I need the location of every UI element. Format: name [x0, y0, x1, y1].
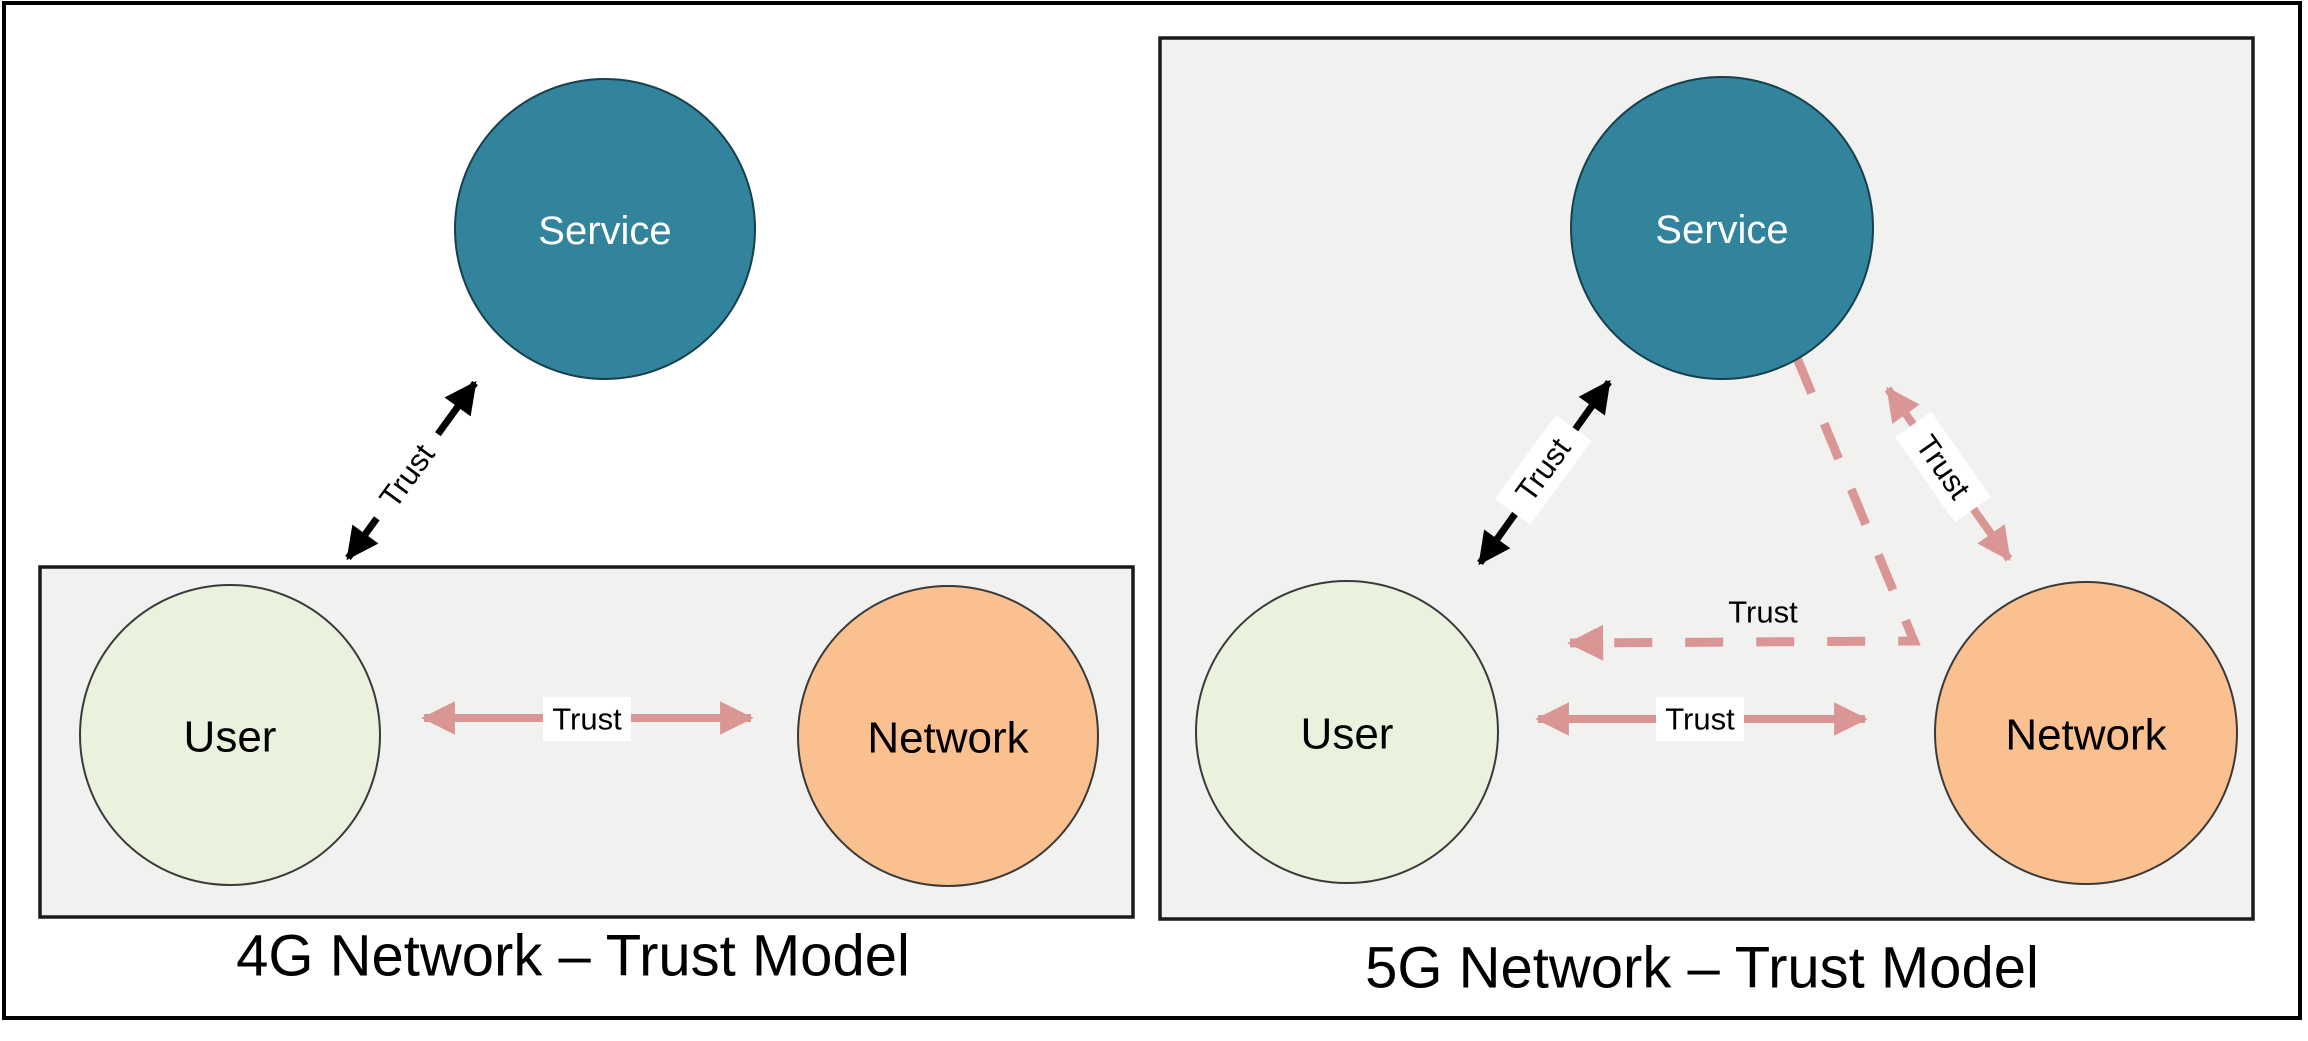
4g-caption: 4G Network – Trust Model — [236, 924, 910, 989]
4g-user-node-label: User — [184, 713, 277, 762]
5g-dashed-trust-label: Trust — [1728, 595, 1798, 630]
5g-user-node — [1195, 580, 1499, 884]
4g-service-node — [454, 78, 756, 380]
5g-network-node — [1934, 581, 2238, 885]
4g-network-node — [797, 585, 1099, 887]
panel-5g: Trust Trust Trust Trust Service User Net… — [1158, 36, 2255, 1001]
5g-user-node-label: User — [1301, 710, 1394, 759]
5g-service-node-label: Service — [1655, 208, 1788, 252]
trust-text: Trust — [552, 702, 622, 737]
4g-user-node — [79, 584, 381, 886]
5g-caption: 5G Network – Trust Model — [1365, 936, 2039, 1001]
5g-service-node — [1570, 76, 1874, 380]
4g-user-network-trust-label: Trust — [543, 697, 631, 741]
5g-user-network-trust-label: Trust — [1656, 697, 1744, 741]
label-patch — [1895, 411, 1991, 523]
4g-service-node-label: Service — [538, 209, 671, 253]
5g-dashed-trust-arrow — [1567, 356, 1921, 661]
trust-text: Trust — [1665, 702, 1735, 737]
5g-network-node-label: Network — [2005, 711, 2167, 760]
panel-4g: Trust Trust Service User Network 4G Netw… — [38, 78, 1135, 989]
4g-network-node-label: Network — [867, 714, 1029, 763]
label-patch — [358, 420, 456, 532]
label-patch — [1656, 697, 1744, 741]
label-patch — [543, 697, 631, 741]
label-patch — [1494, 414, 1592, 526]
